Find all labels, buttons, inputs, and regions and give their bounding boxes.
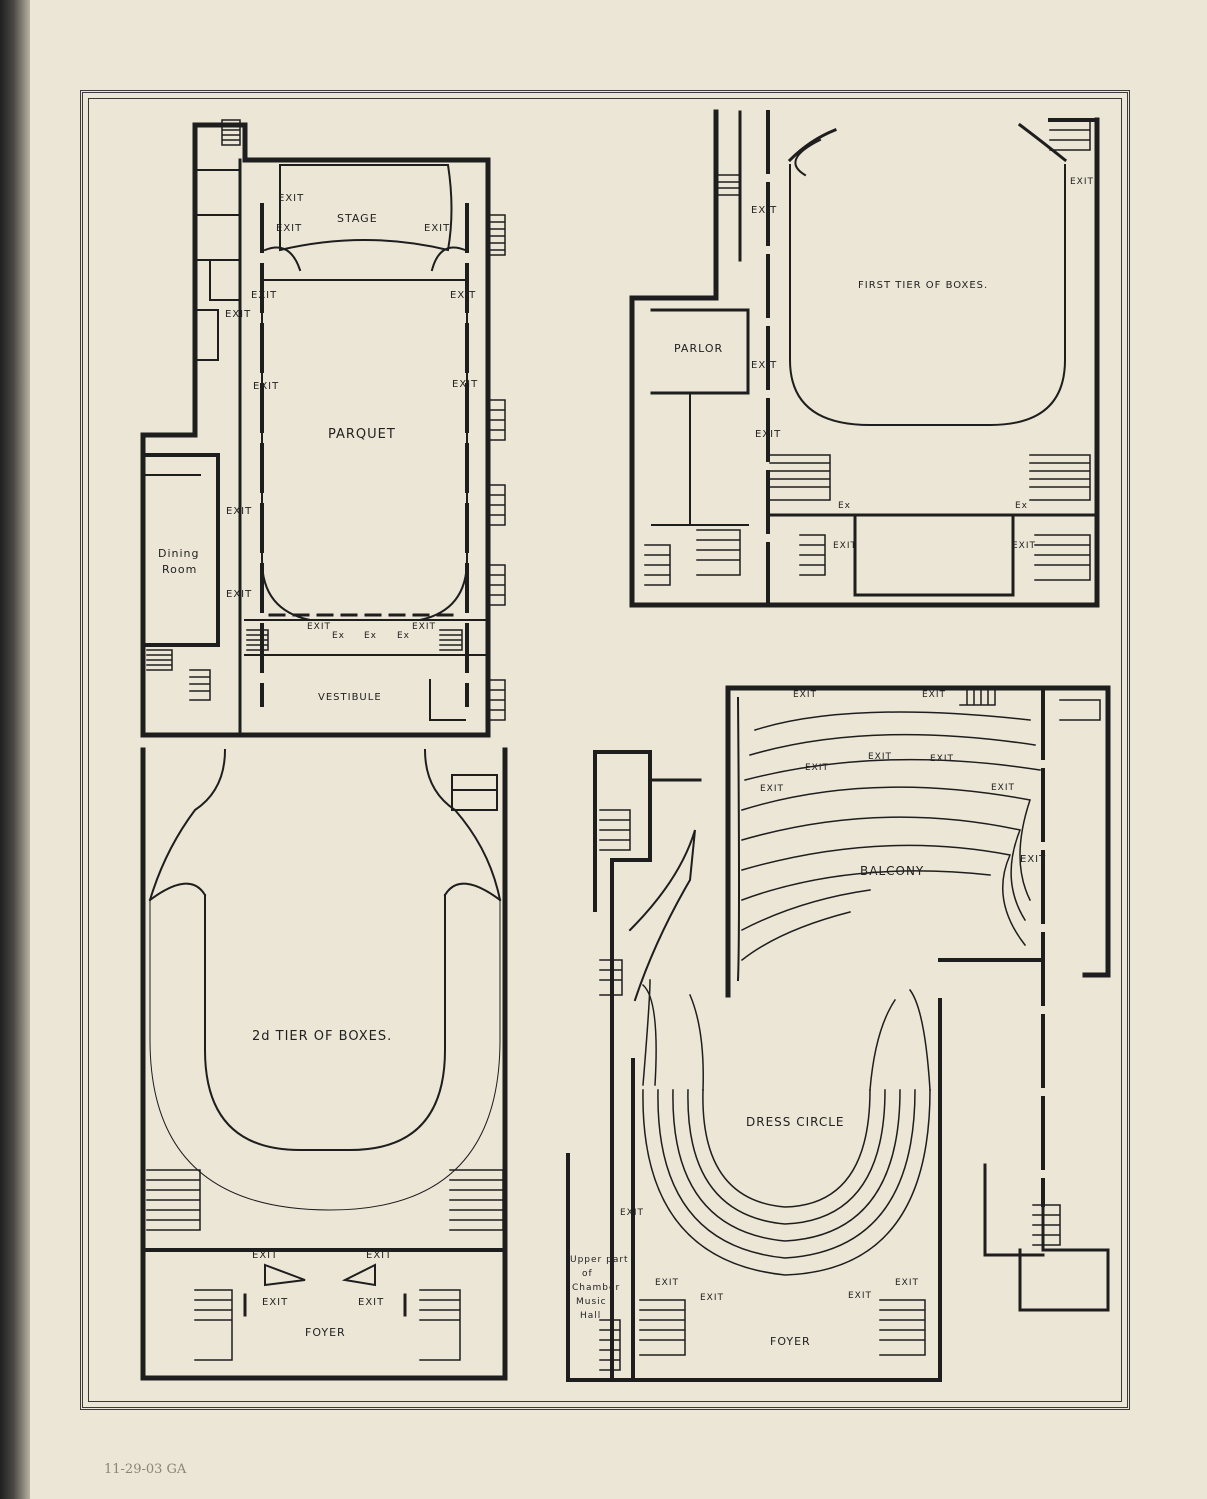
balcony-dress-circle-plan bbox=[566, 685, 1111, 1382]
exit-label: EXIT bbox=[930, 754, 954, 764]
first-tier-plan bbox=[629, 109, 1100, 608]
chamber-hall-label-1: Upper part bbox=[570, 1255, 629, 1265]
exit-label: EXIT bbox=[358, 1297, 384, 1308]
chamber-hall-label-2: of bbox=[582, 1269, 593, 1279]
parlor-label: PARLOR bbox=[674, 342, 723, 355]
balcony-label: BALCONY bbox=[860, 864, 924, 878]
first-tier-title: FIRST TIER OF BOXES. bbox=[858, 280, 988, 291]
exit-label: EXIT bbox=[253, 381, 279, 392]
exit-label: EXIT bbox=[922, 690, 946, 700]
exit-label: EXIT bbox=[307, 622, 331, 632]
exit-label: EXIT bbox=[751, 360, 777, 371]
exit-label: EXIT bbox=[225, 309, 251, 320]
exit-label: EXIT bbox=[700, 1293, 724, 1303]
exit-label: EXIT bbox=[1070, 177, 1094, 187]
exit-label: EXIT bbox=[226, 589, 252, 600]
second-tier-plan bbox=[140, 747, 508, 1381]
vestibule-label: VESTIBULE bbox=[318, 692, 382, 703]
exit-label: EXIT bbox=[366, 1250, 392, 1261]
exit-label: EXIT bbox=[1020, 854, 1046, 865]
exit-label: EXIT bbox=[251, 290, 277, 301]
exit-label: EXIT bbox=[755, 429, 781, 440]
chamber-hall-label-3: Chamber bbox=[572, 1283, 620, 1293]
exit-label: EXIT bbox=[452, 379, 478, 390]
margin-note: 11-29-03 GA bbox=[104, 1462, 187, 1477]
foyer-label: FOYER bbox=[770, 1335, 811, 1348]
parquet-label: PARQUET bbox=[328, 427, 396, 442]
exit-label: EXIT bbox=[895, 1278, 919, 1288]
exit-label: EXIT bbox=[848, 1291, 872, 1301]
ex-label: Ex bbox=[364, 631, 377, 641]
chamber-hall-label-5: Hall bbox=[580, 1311, 601, 1321]
exit-label: EXIT bbox=[276, 223, 302, 234]
exit-label: EXIT bbox=[833, 541, 857, 551]
dining-room-label-2: Room bbox=[162, 563, 197, 576]
exit-label: EXIT bbox=[412, 622, 436, 632]
exit-label: EXIT bbox=[760, 784, 784, 794]
dress-circle-label: DRESS CIRCLE bbox=[746, 1115, 845, 1129]
exit-label: EXIT bbox=[1012, 541, 1036, 551]
dining-room-label-1: Dining bbox=[158, 547, 200, 560]
exit-label: EXIT bbox=[751, 205, 777, 216]
exit-label: EXIT bbox=[450, 290, 476, 301]
exit-label: EXIT bbox=[655, 1278, 679, 1288]
exit-label: EXIT bbox=[252, 1250, 278, 1261]
ex-label: Ex bbox=[1015, 501, 1028, 511]
binding-spine bbox=[0, 0, 30, 1499]
foyer-label: FOYER bbox=[305, 1326, 346, 1339]
exit-label: EXIT bbox=[424, 223, 450, 234]
exit-label: EXIT bbox=[278, 193, 304, 204]
second-tier-title: 2d TIER OF BOXES. bbox=[252, 1029, 392, 1044]
ex-label: Ex bbox=[332, 631, 345, 641]
stage-label: STAGE bbox=[337, 212, 378, 225]
chamber-hall-label-4: Music bbox=[576, 1297, 607, 1307]
ex-label: Ex bbox=[397, 631, 410, 641]
page-border-inner bbox=[88, 98, 1122, 1402]
ex-label: Ex bbox=[838, 501, 851, 511]
exit-label: EXIT bbox=[793, 690, 817, 700]
exit-label: EXIT bbox=[805, 763, 829, 773]
exit-label: EXIT bbox=[262, 1297, 288, 1308]
exit-label: EXIT bbox=[991, 783, 1015, 793]
exit-label: EXIT bbox=[226, 506, 252, 517]
page-border bbox=[80, 90, 1130, 1410]
exit-label: EXIT bbox=[868, 752, 892, 762]
exit-label: EXIT bbox=[620, 1208, 644, 1218]
parquet-plan bbox=[140, 119, 506, 738]
